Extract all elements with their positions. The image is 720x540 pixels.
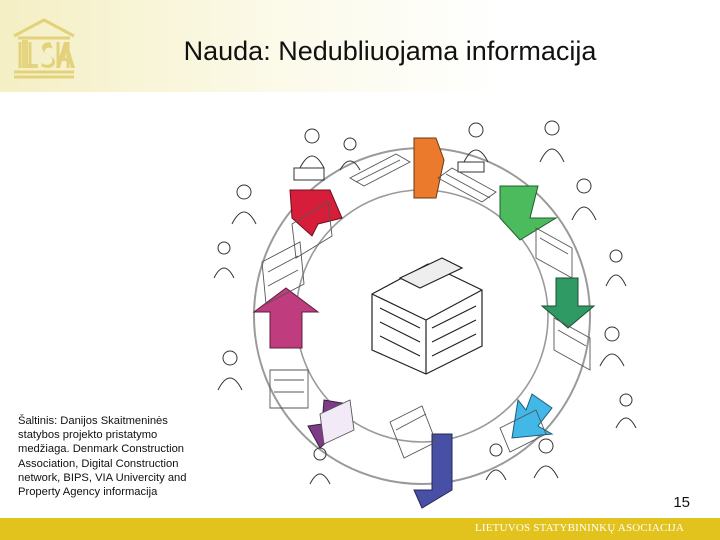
footer-band: LIETUVOS STATYBININKŲ ASOCIACIJA (0, 518, 720, 540)
header-band (0, 0, 720, 92)
magenta-arrow (252, 287, 320, 349)
people-sketches (213, 120, 637, 485)
equipment-sketches (261, 153, 591, 459)
slide-title: Nauda: Nedubliuojama informacija (183, 36, 597, 66)
central-building-icon (371, 257, 483, 375)
footer-organization: LIETUVOS STATYBININKŲ ASOCIACIJA (474, 522, 684, 534)
source-note: Šaltinis: Danijos Skaitmeninės statybos … (18, 415, 187, 499)
red-arrow (289, 189, 343, 237)
green-arrow (499, 185, 558, 241)
orange-arrow (413, 137, 445, 199)
association-logo (13, 18, 75, 79)
page-number: 15 (673, 494, 690, 511)
bim-cycle-diagram (213, 120, 637, 509)
teal-arrow (540, 277, 596, 329)
blue-arrow (413, 433, 453, 509)
light-blue-arrow (511, 393, 554, 439)
